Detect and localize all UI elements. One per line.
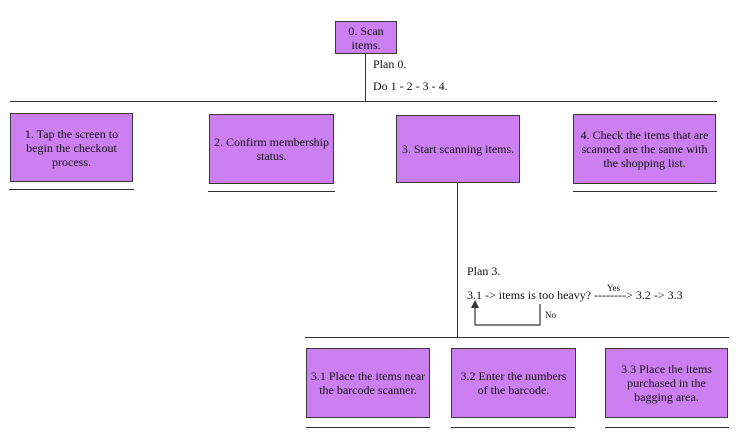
- task-2-label: 2. Confirm membership status.: [214, 135, 329, 163]
- task-1-box: 1. Tap the screen to begin the checkout …: [10, 113, 133, 182]
- subtask-3-3-box: 3.3 Place the items purchased in the bag…: [605, 348, 728, 418]
- subtask-3-2-box: 3.2 Enter the numbers of the barcode.: [451, 348, 576, 418]
- task-2-box: 2. Confirm membership status.: [209, 114, 334, 184]
- root-connector: [365, 54, 366, 102]
- plan3-title: Plan 3.: [467, 264, 501, 278]
- subtask-3-1-box: 3.1 Place the items near the barcode sca…: [306, 348, 430, 418]
- task-2-underline: [208, 191, 335, 192]
- plan0-sequence: Do 1 - 2 - 3 - 4.: [373, 79, 448, 93]
- task-3-box: 3. Start scanning items.: [396, 115, 520, 183]
- task-4-label: 4. Check the items that are scanned are …: [580, 128, 709, 170]
- subtask-3-2-underline: [451, 427, 575, 428]
- plan3-rule: 3.1 -> items is too heavy? --------> 3.2…: [467, 288, 683, 302]
- subtask-3-3-label: 3.3 Place the items purchased in the bag…: [621, 362, 712, 404]
- root-task-box: 0. Scan items.: [335, 21, 397, 54]
- task-3-connector: [457, 183, 458, 337]
- task-4-box: 4. Check the items that are scanned are …: [573, 114, 716, 184]
- subtask-3-2-label: 3.2 Enter the numbers of the barcode.: [460, 369, 567, 397]
- root-task-label: 0. Scan items.: [348, 23, 384, 52]
- task-1-label: 1. Tap the screen to begin the checkout …: [24, 126, 119, 169]
- plan3-yes-label: Yes: [607, 283, 621, 293]
- task-1-underline: [9, 189, 134, 190]
- task-4-underline: [573, 191, 717, 192]
- subtask-3-1-underline: [306, 427, 430, 428]
- level2-separator: [305, 337, 729, 338]
- subtask-3-1-label: 3.1 Place the items near the barcode sca…: [310, 369, 426, 397]
- plan0-title: Plan 0.: [373, 57, 407, 71]
- task-3-label: 3. Start scanning items.: [401, 142, 515, 156]
- subtask-3-3-underline: [605, 427, 729, 428]
- level1-separator: [10, 101, 717, 102]
- plan3-no-label: No: [545, 310, 556, 320]
